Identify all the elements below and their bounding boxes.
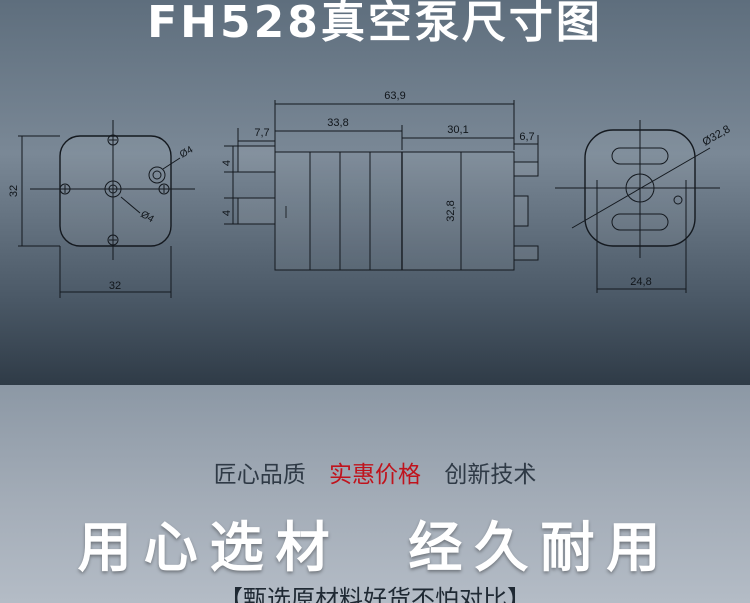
motor-length-label: 30,1 <box>447 124 468 136</box>
tagline-quality: 匠心品质 <box>213 462 306 488</box>
nozzle-length-label: 7,7 <box>254 127 269 139</box>
subline: 【甄选原材料好货不怕对比】 <box>219 585 531 603</box>
screw-icon <box>59 183 71 195</box>
dimension-drawing: 32 32 Ø4 Ø4 <box>8 90 733 298</box>
screw-icon <box>158 183 170 195</box>
tagline-tech: 创新技术 <box>444 462 537 488</box>
headline-left: 用心选材 <box>77 516 342 579</box>
nozzle-diameter-label-2: 4 <box>221 210 233 216</box>
hole-label-top: Ø4 <box>178 144 195 160</box>
left-height-label: 32 <box>8 185 20 197</box>
tagline-row: 匠心品质 实惠价格 创新技术 <box>0 455 750 489</box>
slogan-panel: 匠心品质 实惠价格 创新技术 用心选材 经久耐用 【甄选原材料好货不怕对比】 <box>0 385 750 603</box>
diameter-label: Ø32,8 <box>701 123 733 148</box>
terminal-length-label: 6,7 <box>519 131 534 143</box>
left-width-label: 32 <box>109 280 121 292</box>
headline-right: 经久耐用 <box>408 516 673 579</box>
left-view <box>18 120 195 298</box>
headline: 用心选材 经久耐用 <box>0 503 750 582</box>
nozzle-diameter-label-1: 4 <box>221 160 233 166</box>
overall-length-label: 63,9 <box>384 90 405 102</box>
side-view <box>224 100 539 271</box>
page-title: FH528真空泵尺寸图 <box>147 0 603 48</box>
right-width-label: 24,8 <box>630 276 651 288</box>
screw-icon <box>107 234 119 246</box>
tagline-price: 实惠价格 <box>329 462 421 488</box>
right-view <box>555 120 720 293</box>
port-hole <box>148 166 166 184</box>
body-height-label: 32,8 <box>445 200 457 221</box>
dimension-drawing-panel: FH528真空泵尺寸图 <box>0 0 750 385</box>
screw-icon <box>107 134 119 146</box>
port-hole <box>104 180 122 198</box>
pump-length-label: 33,8 <box>327 117 348 129</box>
